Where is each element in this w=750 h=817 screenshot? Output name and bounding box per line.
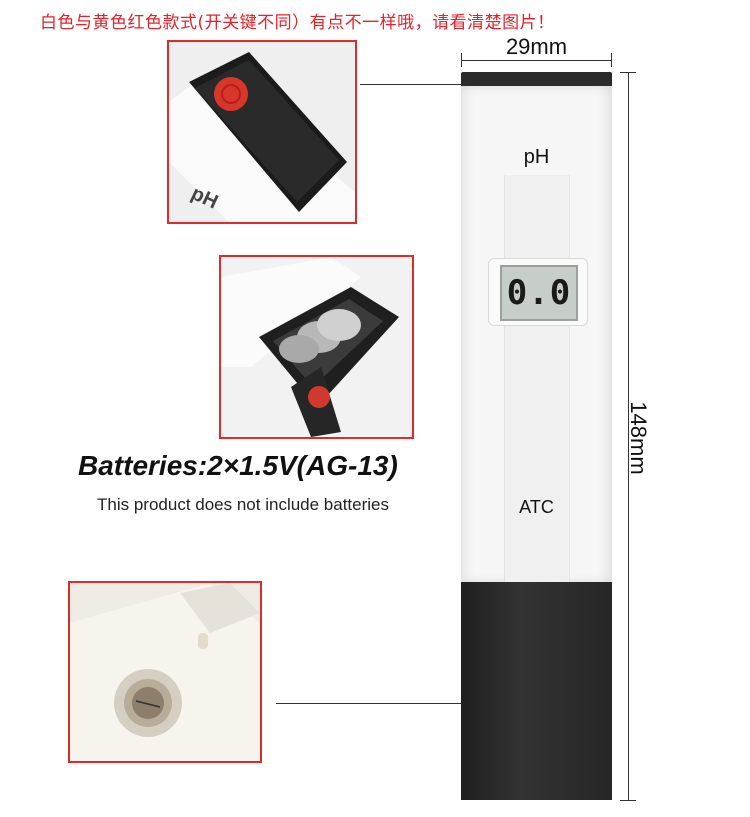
meter-protective-cap xyxy=(461,582,612,800)
width-tick-left xyxy=(461,53,462,67)
power-button-photo: pH xyxy=(167,40,357,224)
pointer-line-top xyxy=(360,84,461,85)
height-tick-bottom xyxy=(620,800,636,801)
width-tick-right xyxy=(611,53,612,67)
meter-ph-label: pH xyxy=(523,146,550,168)
lcd-value: 0.0 xyxy=(506,273,572,313)
meter-top-cap xyxy=(461,72,612,86)
notice-text: 白色与黄色红色款式(开关键不同）有点不一样哦，请看清楚图片！ xyxy=(40,13,555,33)
width-dimension-label: 29mm xyxy=(505,34,568,59)
electrode-photo xyxy=(68,581,262,763)
battery-compartment-photo xyxy=(219,255,414,439)
meter-recess xyxy=(504,175,570,595)
power-button-illustration: pH xyxy=(169,42,355,222)
batteries-note: This product does not include batteries xyxy=(97,495,390,514)
lcd-display: 0.0 xyxy=(500,265,578,321)
batteries-title: Batteries:2×1.5V(AG-13) xyxy=(78,450,398,481)
meter-atc-label: ATC xyxy=(519,497,554,517)
pointer-line-bottom xyxy=(276,703,511,704)
width-dimension-line xyxy=(461,60,612,61)
height-dimension-line xyxy=(628,72,629,800)
battery-illustration xyxy=(221,257,412,437)
electrode-illustration xyxy=(70,583,260,761)
height-dimension-label: 148mm xyxy=(626,401,651,475)
height-tick-top xyxy=(620,72,636,73)
